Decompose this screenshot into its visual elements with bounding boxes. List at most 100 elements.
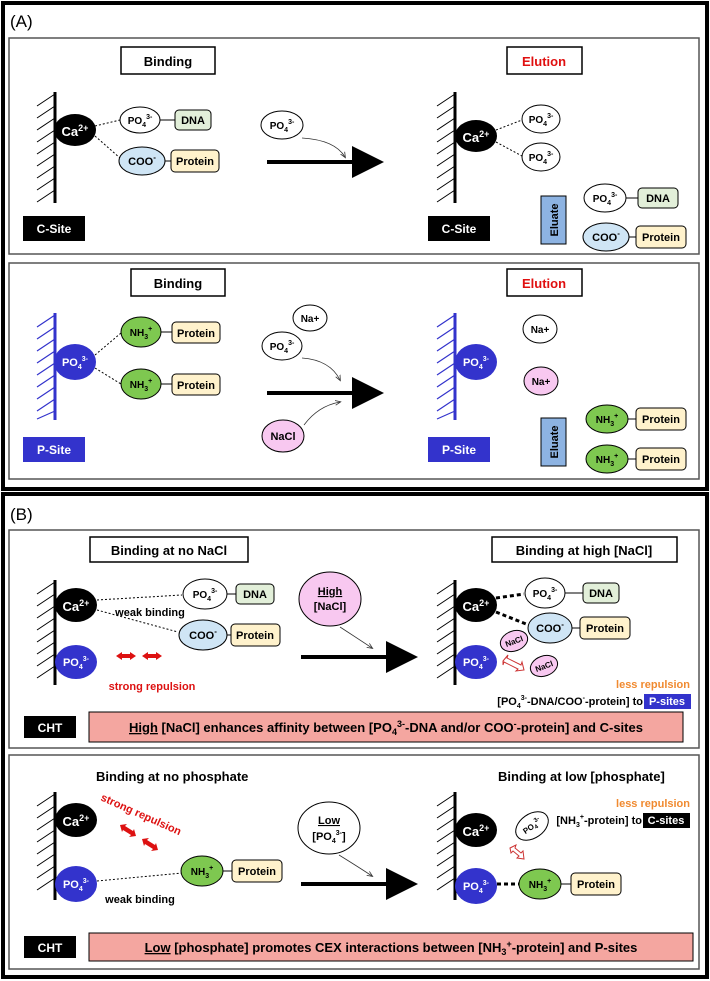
- psite-middle-nacl-text: NaCl: [270, 431, 295, 443]
- nacl-high-conc: [NaCl]: [314, 601, 347, 613]
- csite-eluate-text: Eluate: [549, 203, 561, 236]
- nacl-ca-text: Ca2+: [63, 598, 90, 614]
- psite-eluate-box: [540, 417, 567, 467]
- nacl-curved-arrow: [339, 626, 372, 648]
- nacl-binding-left-box: [89, 536, 249, 563]
- phos-protein-text: Protein: [238, 866, 276, 878]
- phos-right-nh3-text: NH3+: [529, 878, 551, 893]
- phos-right-protein: [570, 872, 622, 896]
- csite-eluate-dna: [637, 187, 679, 209]
- csite-elution-box: [506, 46, 583, 75]
- nacl-right-protein-text: Protein: [586, 623, 624, 635]
- psite-binding-label: Binding: [154, 276, 202, 291]
- psite-left-surface: [36, 313, 57, 420]
- psite-right-surface: [436, 313, 457, 420]
- phos-right-po4-ion-text: PO43-: [463, 880, 490, 895]
- psite-nh3-b-text: NH3+: [130, 378, 152, 393]
- psite-site-badge: [23, 437, 85, 462]
- nacl-psites-badge: [644, 694, 691, 709]
- psite-eluate-text: Eluate: [549, 425, 561, 458]
- csite-middle-po4-text: PO43-: [270, 119, 295, 134]
- nacl-right-surface: [436, 580, 457, 685]
- nacl-right-dna: [582, 582, 620, 604]
- nacl-right-po4-ion: [455, 645, 497, 679]
- psite-protein-b-text: Protein: [177, 380, 215, 392]
- psite-elution-site-text: P-Site: [442, 443, 476, 457]
- csite-ca-text: Ca2+: [62, 123, 89, 139]
- csite-elution-ca: [455, 120, 497, 152]
- phos-cht-badge: [24, 936, 76, 958]
- psite-eluate-protein-b: [635, 447, 687, 471]
- nacl-dna: [235, 583, 275, 605]
- csite-eluate-dna-text: DNA: [646, 193, 670, 205]
- psite-elution-na-pink-text: Na+: [532, 377, 551, 388]
- psite-elution-na-text: Na+: [531, 325, 550, 336]
- psite-elution-po4-ion-text: PO43-: [463, 356, 490, 371]
- psite-elution-na-pink: [523, 366, 559, 396]
- psite-protein-a: [171, 321, 221, 344]
- psite-middle-na: [292, 304, 328, 332]
- nacl-right-ca-text: Ca2+: [463, 598, 490, 614]
- nacl-ca-ion: [55, 588, 97, 622]
- nacl-right-nacl-a: [499, 629, 529, 653]
- csite-binding-label: Binding: [144, 54, 192, 69]
- nacl-protein: [230, 623, 281, 647]
- phos-ca-ion: [55, 803, 97, 837]
- phos-strong-repulsion: strong repulsion: [99, 792, 183, 838]
- phos-weak-binding: weak binding: [104, 894, 175, 906]
- nacl-right-nacl-b: [529, 654, 559, 678]
- phos-low-text: Low: [318, 815, 340, 827]
- csite-protein-text: Protein: [176, 156, 214, 168]
- nacl-right-ca-ion: [455, 588, 497, 622]
- psite-elution-site-badge: [428, 437, 490, 462]
- csite-ca-ion: [54, 114, 96, 146]
- nacl-right-coo-text: COO-: [536, 620, 564, 635]
- csite-dna-text: DNA: [181, 115, 205, 127]
- psite-eluate-protein-b-text: Protein: [642, 454, 680, 466]
- phos-cht-text: CHT: [38, 941, 63, 955]
- phos-csites-badge: [643, 813, 690, 828]
- csite-right-surface: [436, 92, 457, 203]
- psite-protein-b: [171, 373, 221, 396]
- csite-site-badge: [23, 216, 85, 241]
- csite-eluate-protein-text: Protein: [642, 232, 680, 244]
- nacl-protein-text: Protein: [236, 630, 274, 642]
- csite-curved-arrow: [301, 137, 345, 157]
- nacl-right-protein: [579, 616, 631, 640]
- phos-binding-right: Binding at low [phosphate]: [498, 769, 665, 784]
- nacl-binding-right: Binding at high [NaCl]: [516, 543, 652, 558]
- phos-low-conc: [PO43-]: [312, 830, 346, 845]
- psite-middle-na-text: Na+: [301, 314, 320, 325]
- nacl-po4-ion-text: PO43-: [63, 656, 90, 671]
- csite-dna: [174, 109, 212, 131]
- csite-box: [8, 37, 700, 255]
- csite-eluate-box: [540, 195, 567, 245]
- csite-elution-label: Elution: [522, 54, 566, 69]
- phos-less-repulsion: less repulsion: [616, 798, 690, 810]
- psite-curved-arrow-top: [301, 357, 340, 380]
- csite-site-text: C-Site: [37, 222, 72, 236]
- phos-curved-arrow: [338, 854, 372, 876]
- csite-elution-po4-b: [521, 142, 561, 172]
- csite-po4-text: PO43-: [128, 114, 153, 129]
- nacl-po4-ion: [55, 645, 97, 679]
- phos-binding-left: Binding at no phosphate: [96, 769, 248, 784]
- psite-middle-po4: [261, 331, 303, 361]
- nacl-left-surface: [36, 580, 57, 685]
- psite-nh3-a-text: NH3+: [130, 326, 152, 341]
- phos-ca-text: Ca2+: [63, 813, 90, 829]
- nacl-repulsion-arrows: [116, 652, 162, 660]
- psite-middle-nacl: [261, 419, 305, 453]
- csite-elution-po4-b-text: PO43-: [529, 151, 554, 166]
- phos-right-protein-text: Protein: [577, 879, 615, 891]
- phos-right-ca-ion: [455, 813, 497, 847]
- csite-eluate-protein: [635, 225, 687, 249]
- psite-eluate-nh3-b-text: NH3+: [596, 453, 618, 468]
- nacl-binding-left: Binding at no NaCl: [111, 543, 227, 558]
- csite-left-surface: [36, 92, 57, 203]
- psite-po4-ion-text: PO43-: [62, 356, 89, 371]
- phos-less-repulsion-arrow: [509, 844, 525, 860]
- nacl-summary-banner: [88, 711, 684, 743]
- panel-b-frame: [1, 492, 709, 979]
